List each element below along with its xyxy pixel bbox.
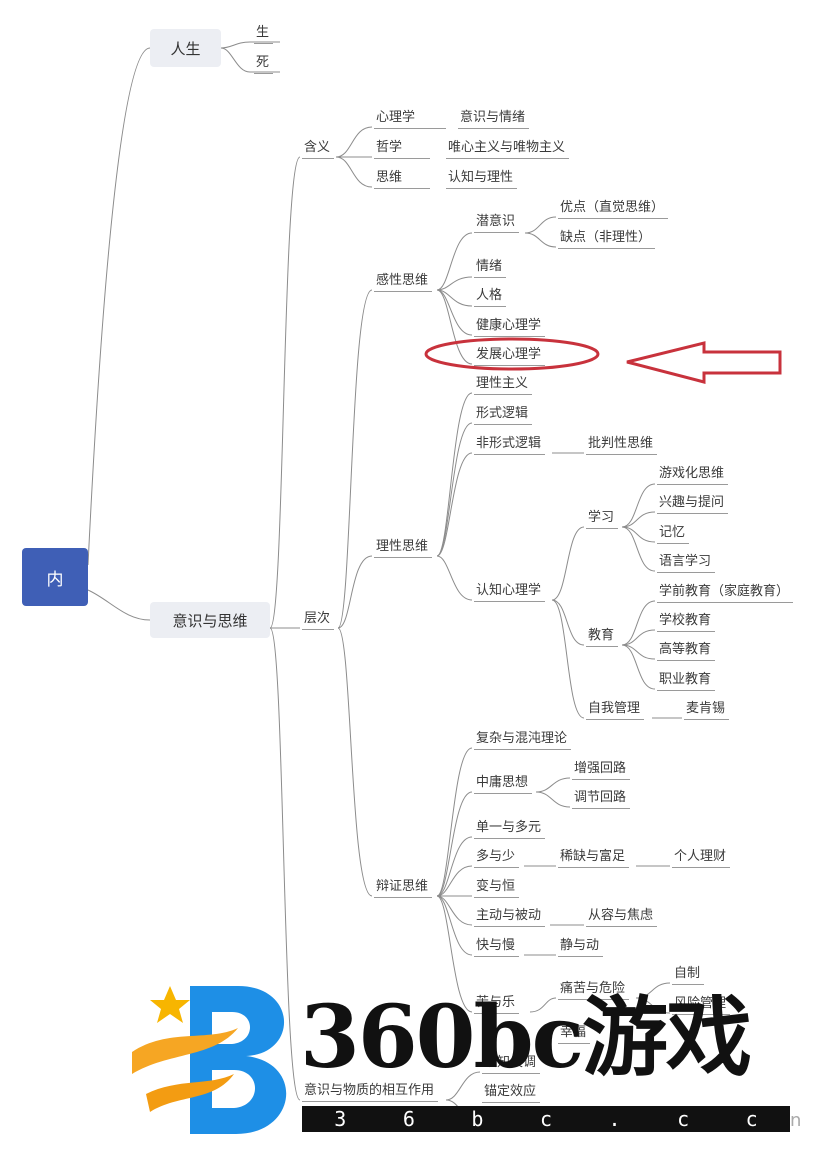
node-levels[interactable]: 层次: [302, 611, 335, 630]
node-finance[interactable]: 个人理财: [672, 849, 731, 868]
highlight-ellipse: [424, 337, 600, 371]
node-flaw[interactable]: 缺点（非理性）: [558, 230, 656, 249]
brand-domain-bar: 3 6 b c . c c: [302, 1106, 790, 1132]
domain-char: .: [608, 1107, 621, 1131]
domain-char: c: [745, 1107, 758, 1131]
node-birth[interactable]: 生: [254, 25, 274, 44]
node-psychology[interactable]: 心理学: [374, 110, 446, 129]
node-self-mgmt[interactable]: 自我管理: [586, 701, 645, 720]
node-emotion[interactable]: 情绪: [474, 259, 507, 278]
node-higher[interactable]: 高等教育: [657, 642, 716, 661]
node-vocational[interactable]: 职业教育: [657, 672, 716, 691]
domain-char: 3: [334, 1107, 347, 1131]
domain-char: b: [471, 1107, 484, 1131]
domain-char: 6: [402, 1107, 415, 1131]
node-rationalism[interactable]: 理性主义: [474, 376, 533, 395]
node-active[interactable]: 主动与被动: [474, 908, 546, 927]
node-interest[interactable]: 兴趣与提问: [657, 495, 729, 514]
node-thinking[interactable]: 思维: [374, 170, 430, 189]
node-more-less[interactable]: 多与少: [474, 849, 520, 868]
node-chaos[interactable]: 复杂与混沌理论: [474, 731, 572, 750]
node-moderate[interactable]: 中庸思想: [474, 775, 533, 794]
edge-root-mind: [87, 589, 151, 621]
node-school[interactable]: 学校教育: [657, 613, 716, 632]
node-dev-psych[interactable]: 发展心理学: [474, 347, 546, 366]
node-formal-logic[interactable]: 形式逻辑: [474, 406, 533, 425]
node-change[interactable]: 变与恒: [474, 879, 520, 898]
node-preschool[interactable]: 学前教育（家庭教育）: [657, 584, 794, 603]
node-gamified[interactable]: 游戏化思维: [657, 466, 729, 485]
node-regulate[interactable]: 调节回路: [572, 790, 631, 809]
node-death[interactable]: 死: [254, 55, 274, 74]
node-personality[interactable]: 人格: [474, 288, 507, 307]
node-critical[interactable]: 批判性思维: [586, 436, 658, 455]
highlight-arrow: [626, 341, 782, 384]
node-fast-slow[interactable]: 快与慢: [474, 938, 520, 957]
root-node[interactable]: 内: [22, 548, 88, 606]
node-risk-mgmt[interactable]: 风险管理: [672, 996, 731, 1015]
node-meaning[interactable]: 含义: [302, 140, 335, 159]
node-perceptual[interactable]: 感性思维: [374, 273, 433, 292]
node-mind[interactable]: 意识与思维: [150, 602, 270, 638]
node-life[interactable]: 人生: [150, 29, 221, 67]
node-education[interactable]: 教育: [586, 628, 619, 647]
edge-root-life: [87, 47, 151, 566]
node-subconscious[interactable]: 潜意识: [474, 214, 520, 233]
node-think-leaf[interactable]: 认知与理性: [446, 170, 518, 189]
node-language[interactable]: 语言学习: [657, 554, 716, 573]
node-memory[interactable]: 记忆: [657, 525, 690, 544]
node-joy[interactable]: 苦与乐: [474, 995, 520, 1014]
node-philosophy[interactable]: 哲学: [374, 140, 430, 159]
node-informal-logic[interactable]: 非形式逻辑: [474, 436, 546, 455]
node-cognitive[interactable]: 认知心理学: [474, 583, 546, 602]
node-rational[interactable]: 理性思维: [374, 539, 433, 558]
brand-watermark-text: 360bc游戏: [300, 987, 752, 1088]
node-merit[interactable]: 优点（直觉思维）: [558, 200, 669, 219]
node-mckinsey[interactable]: 麦肯锡: [684, 701, 730, 720]
node-interaction[interactable]: 意识与物质的相互作用: [302, 1083, 439, 1102]
domain-char: c: [677, 1107, 690, 1131]
node-pain-risk[interactable]: 痛苦与危险: [558, 981, 630, 1000]
domain-char: c: [539, 1107, 552, 1131]
node-anchoring[interactable]: 锚定效应: [482, 1084, 541, 1103]
brand-domain-tail: n: [790, 1110, 802, 1131]
node-dialectical[interactable]: 辩证思维: [374, 879, 433, 898]
node-single-multi[interactable]: 单一与多元: [474, 820, 546, 839]
brand-logo-icon: [132, 986, 287, 1134]
node-health-psych[interactable]: 健康心理学: [474, 318, 546, 337]
node-phil-leaf[interactable]: 唯心主义与唯物主义: [446, 140, 570, 159]
node-still-move[interactable]: 静与动: [558, 938, 604, 957]
node-learning[interactable]: 学习: [586, 510, 619, 529]
node-self-control[interactable]: 自制: [672, 966, 705, 985]
node-psych-leaf[interactable]: 意识与情绪: [458, 110, 530, 129]
node-reinforce[interactable]: 增强回路: [572, 761, 631, 780]
node-calm[interactable]: 从容与焦虑: [586, 908, 658, 927]
node-scarcity[interactable]: 稀缺与富足: [558, 849, 630, 868]
node-happiness[interactable]: 幸福: [558, 1025, 591, 1044]
node-dissonance[interactable]: 认知失调: [482, 1055, 541, 1074]
